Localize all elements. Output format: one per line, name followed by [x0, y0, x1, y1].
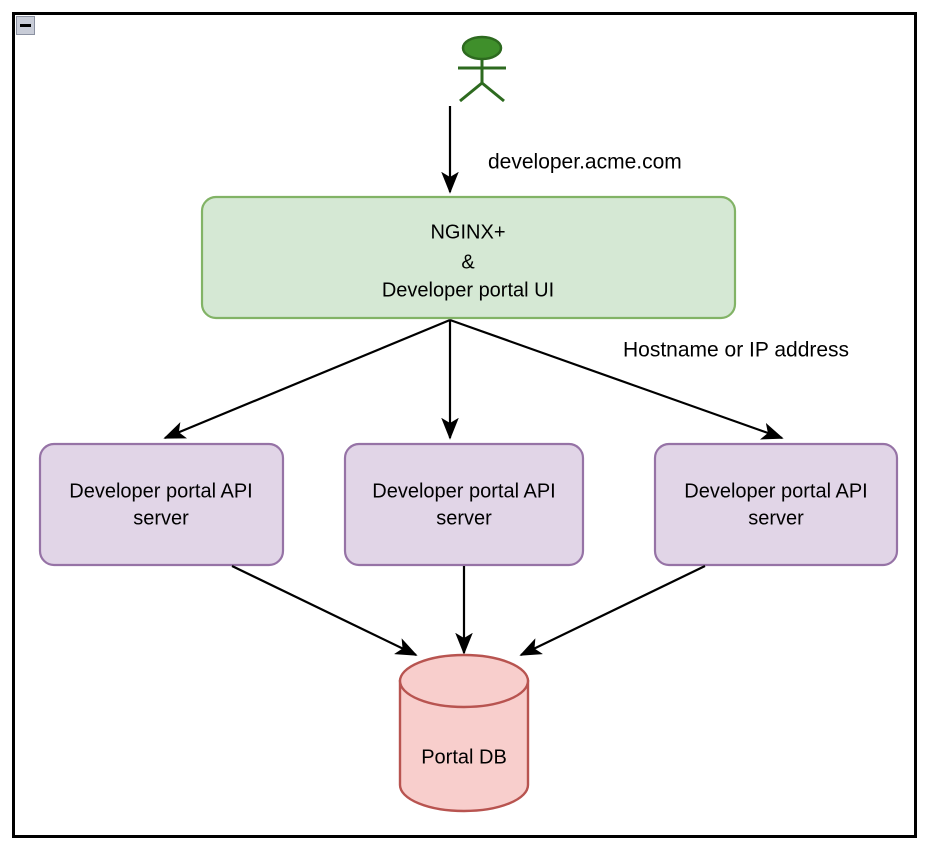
- edge-gateway-to-api-server-1: [163, 318, 451, 440]
- node-api-server-1-box: [38, 442, 285, 567]
- node-gateway-line-1: NGINX+: [430, 221, 505, 243]
- edge-api-server-3-to-database: [519, 565, 706, 656]
- minus-icon-bar: [20, 24, 31, 27]
- edge-gateway-to-api-server-3: [449, 318, 784, 440]
- edge-label-actor-to-gateway: developer.acme.com: [488, 151, 682, 174]
- edge-label-gateway-to-servers: Hostname or IP address: [623, 339, 849, 362]
- node-api-server-3-box: [653, 442, 899, 567]
- node-database[interactable]: Portal DB: [398, 653, 530, 813]
- node-gateway-line-2: &: [461, 251, 475, 273]
- node-api-server-1-line-2: server: [133, 507, 189, 529]
- node-api-server-1-line-1: Developer portal API: [69, 480, 252, 502]
- actor-stick-figure-icon: [458, 35, 506, 103]
- node-database-label: Portal DB: [421, 746, 507, 768]
- node-api-server-3-line-1: Developer portal API: [684, 480, 867, 502]
- node-api-server-2-line-2: server: [436, 507, 492, 529]
- edge-api-server-1-to-database: [231, 565, 418, 656]
- node-database-body: [398, 679, 530, 813]
- node-gateway-line-3: Developer portal UI: [382, 279, 554, 301]
- node-api-server-3-line-2: server: [748, 507, 804, 529]
- node-api-server-1[interactable]: Developer portal API server: [38, 442, 285, 567]
- minus-icon[interactable]: [16, 16, 35, 35]
- node-api-server-3[interactable]: Developer portal API server: [653, 442, 899, 567]
- node-gateway[interactable]: NGINX+ & Developer portal UI: [200, 195, 737, 320]
- node-api-server-2-line-1: Developer portal API: [372, 480, 555, 502]
- node-database-top: [398, 653, 530, 709]
- node-api-server-2[interactable]: Developer portal API server: [343, 442, 585, 567]
- node-api-server-2-box: [343, 442, 585, 567]
- node-gateway-box: [200, 195, 737, 320]
